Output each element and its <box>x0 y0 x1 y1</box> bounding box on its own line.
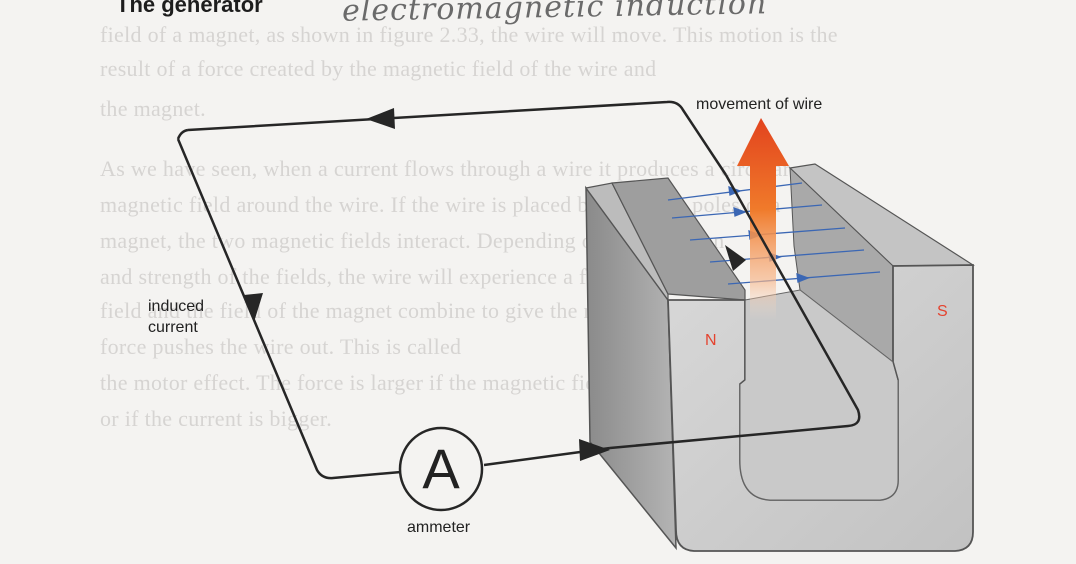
movement-label: movement of wire <box>696 96 823 113</box>
current-arrows <box>244 108 746 461</box>
magnet-inner-floor <box>739 289 899 501</box>
movement-arrow <box>737 118 789 320</box>
induced-current-line1: induced <box>148 298 205 315</box>
background-text-line: As we have seen, when a current flows th… <box>100 156 791 181</box>
background-text-line: field of a magnet, as shown in figure 2.… <box>100 22 838 47</box>
background-text-line: the magnet. <box>100 96 206 121</box>
ammeter-dial <box>398 426 484 512</box>
induced-current-label: induced current <box>148 296 204 338</box>
diagram-title: The generator <box>116 0 263 17</box>
background-text-line: and strength of the fields, the wire wil… <box>100 264 672 289</box>
circuit-wire <box>176 100 861 480</box>
current-arrow-bottom <box>579 439 610 461</box>
south-pole-label: S <box>937 303 948 320</box>
ammeter-symbol: A <box>422 437 460 500</box>
magnet <box>584 163 976 552</box>
magnet-gap-wall <box>611 177 746 301</box>
current-arrow-left <box>244 293 263 322</box>
background-text-line: force pushes the wire out. This is calle… <box>100 334 462 359</box>
ammeter-label: ammeter <box>407 519 471 536</box>
current-arrow-wire-in-gap <box>725 245 746 271</box>
background-text-line: result of a force created by the magneti… <box>100 56 657 81</box>
north-pole-label: N <box>705 332 717 349</box>
induced-current-line2: current <box>148 319 198 336</box>
current-arrow-top <box>366 108 395 129</box>
